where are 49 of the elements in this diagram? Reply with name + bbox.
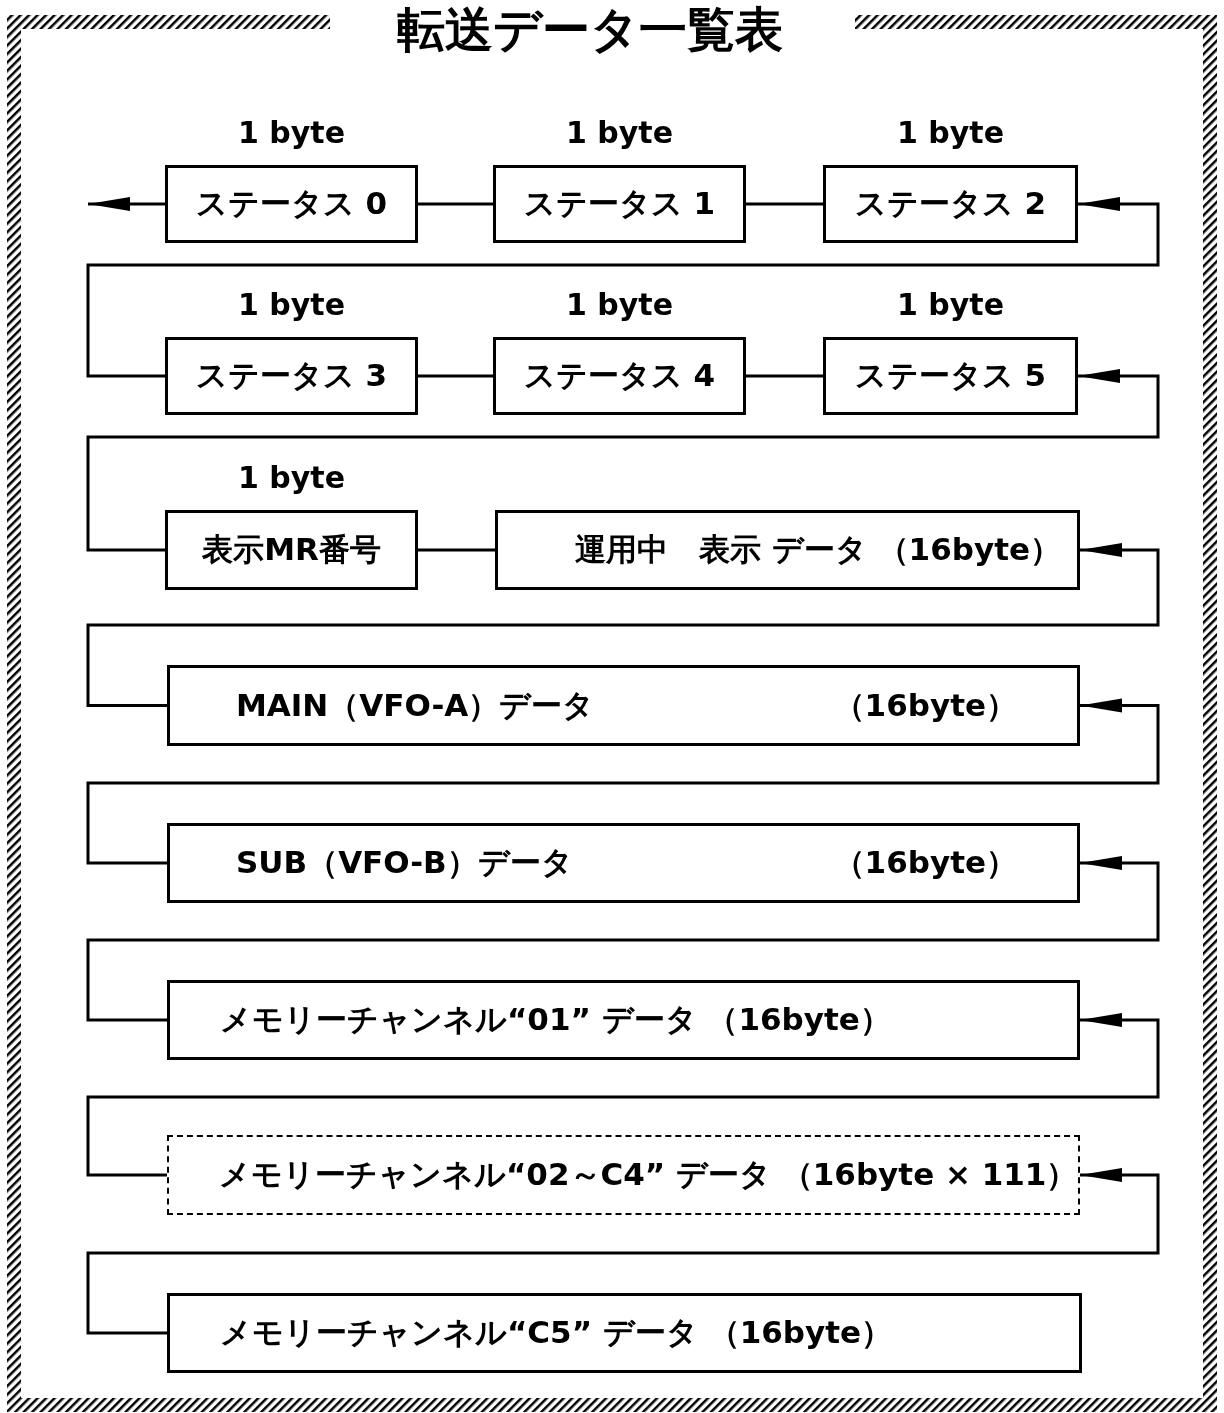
connector-line [418,374,493,378]
box-label: メモリーチャンネル“02～C4” データ （16byte × 111） [219,1155,1078,1194]
arrow [86,369,1160,552]
box-label: （16byte） [833,685,1017,725]
box-label: SUB（VFO-B）データ [236,843,573,882]
connector-line [746,202,823,206]
box-label: ステータス 0 [195,184,388,223]
data-box [167,823,1080,903]
title: 転送データ一覧表 [397,0,783,59]
data-box [167,980,1080,1060]
box-label: ステータス 1 [523,184,716,223]
data-box [493,337,746,415]
arrow [86,1013,1160,1177]
byte-label: 1 byte [566,115,673,150]
byte-label: 1 byte [897,115,1004,150]
connector-line [746,374,823,378]
data-box [823,165,1078,243]
box-label: ステータス 3 [195,356,388,395]
arrow [86,856,1160,1022]
byte-label: 1 byte [897,287,1004,322]
arrow [86,1168,1160,1335]
byte-label: 1 byte [238,115,345,150]
data-box [167,1135,1080,1215]
box-label: ステータス 4 [523,356,716,395]
data-box [165,510,418,590]
box-label: ステータス 5 [854,356,1047,395]
arrow [86,543,1160,707]
data-box [493,165,746,243]
box-label: MAIN（VFO-A）データ [236,685,595,725]
connector-line [418,202,493,206]
box-label: （16byte） [833,843,1017,882]
data-box [167,1293,1082,1373]
box-label: メモリーチャンネル“C5” データ （16byte） [220,1313,893,1352]
byte-label: 1 byte [238,287,345,322]
arrow [86,197,1160,378]
data-box [823,337,1078,415]
arrow [86,698,1160,865]
connector-line [418,548,495,552]
box-label: ステータス 2 [854,184,1047,223]
byte-label: 1 byte [238,460,345,495]
box-label: 表示MR番号 [202,530,381,569]
data-box [167,665,1080,746]
arrow [88,197,165,211]
data-box [165,165,418,243]
box-label: 運用中 表示 データ （16byte） [575,530,1061,569]
data-box [165,337,418,415]
box-label: メモリーチャンネル“01” データ （16byte） [220,1000,891,1039]
data-box [495,510,1080,590]
byte-label: 1 byte [566,287,673,322]
